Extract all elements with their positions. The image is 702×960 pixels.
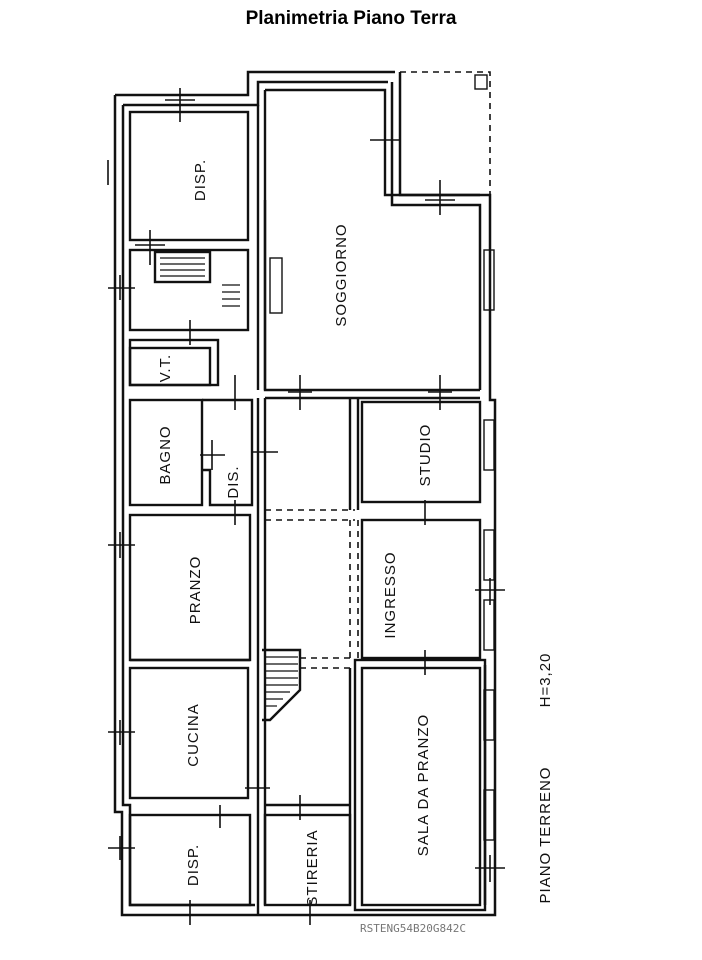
room-label-studio: STUDIO (417, 424, 434, 487)
caption-height: H=3,20 (537, 653, 554, 708)
room-label-dis: DIS. (225, 465, 242, 498)
room-label-soggiorno: SOGGIORNO (333, 223, 350, 326)
room-label-bagno: BAGNO (157, 425, 174, 484)
porch-outline (265, 71, 491, 669)
stair-treads (160, 257, 298, 707)
room-label-stireria: STIRERIA (304, 829, 321, 906)
room-label-disp-bottom: DISP. (185, 844, 202, 886)
room-label-pranzo: PRANZO (187, 556, 204, 625)
room-label-vt: V.T. (157, 354, 174, 382)
openings (107, 88, 505, 925)
page-title: Planimetria Piano Terra (245, 8, 457, 29)
window-frames (269, 74, 495, 841)
scan-noise-text: RSTENG54B20G842C (360, 922, 466, 935)
room-label-disp-top: DISP. (192, 159, 209, 201)
room-label-sala-da-pranzo: SALA DA PRANZO (415, 714, 432, 856)
room-label-ingresso: INGRESSO (382, 551, 399, 638)
outer-walls (113, 70, 497, 917)
caption-floor: PIANO TERRENO (537, 767, 554, 904)
room-label-cucina: CUCINA (185, 703, 202, 767)
